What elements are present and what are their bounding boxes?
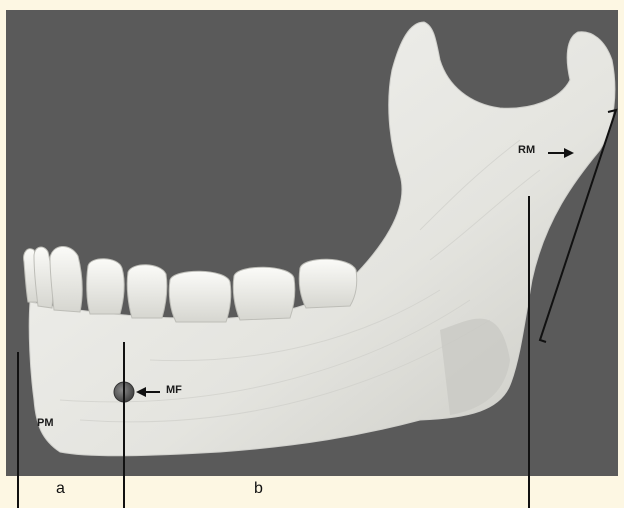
label-mf: MF — [166, 384, 182, 396]
label-a: a — [56, 480, 65, 498]
tooth-molar-2 — [233, 267, 295, 320]
tooth-premolar-2 — [127, 265, 167, 318]
tooth-premolar-1 — [87, 259, 124, 314]
tooth-molar-1 — [169, 271, 231, 322]
tooth-molar-3 — [299, 259, 357, 308]
label-b: b — [254, 480, 263, 498]
label-rm: RM — [518, 144, 535, 156]
label-pm: PM — [37, 417, 54, 429]
tooth-canine — [50, 246, 82, 312]
